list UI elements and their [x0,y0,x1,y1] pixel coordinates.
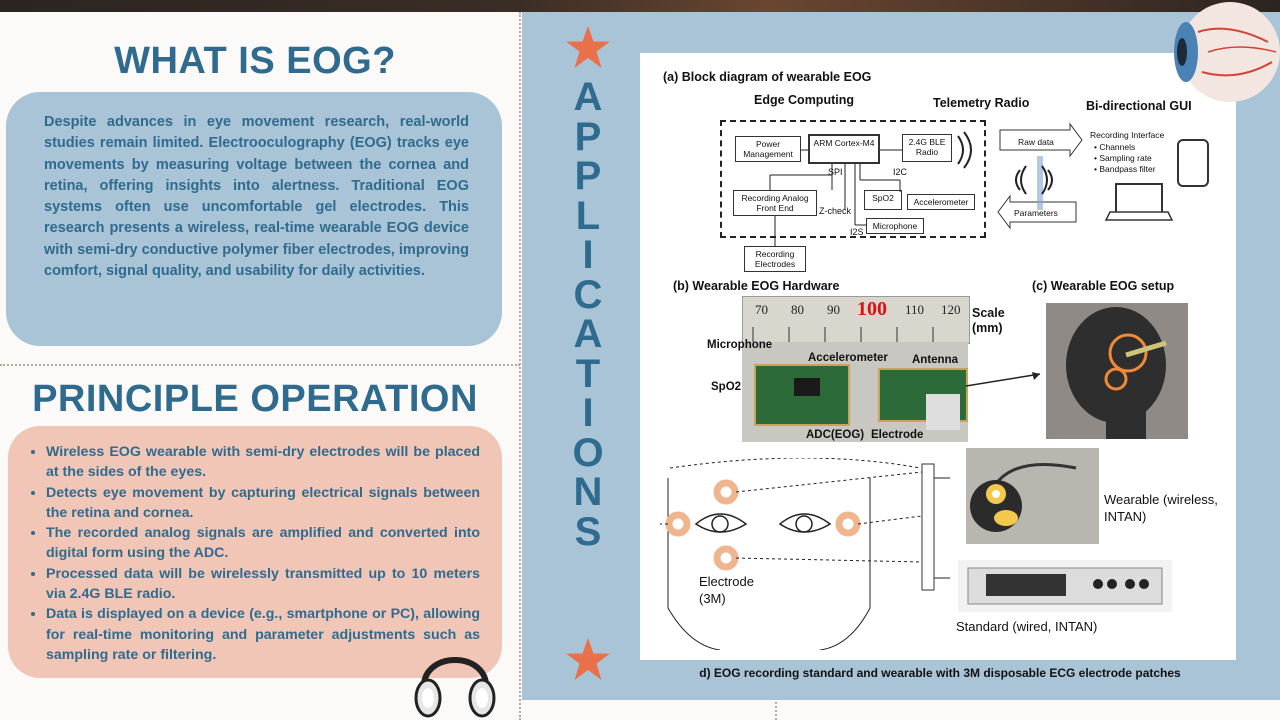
power-management-block: Power Management [735,136,801,162]
title-letter: T [575,351,601,396]
figure-b-title: (b) Wearable EOG Hardware [673,279,840,293]
hw-microphone-label: Microphone [707,339,773,351]
microphone-block: Microphone [866,218,924,234]
title-letter: O [572,430,604,475]
title-letter: I [582,233,594,277]
principle-operation-box: Wireless EOG wearable with semi-dry elec… [8,426,502,678]
what-is-eog-text: Despite advances in eye movement researc… [44,114,469,280]
title-letter: I [582,391,594,435]
principle-item: The recorded analog signals are amplifie… [46,523,480,564]
principle-item: Detects eye movement by capturing electr… [46,483,480,524]
ruler-graphic [752,327,934,343]
figure-c-title: (c) Wearable EOG setup [1032,279,1175,293]
electrode-3m-label: Electrode (3M) [699,574,754,606]
principle-item: Wireless EOG wearable with semi-dry elec… [46,442,480,483]
principle-item: Processed data will be wirelessly transm… [46,564,480,605]
accelerometer-block: Accelerometer [907,194,975,210]
title-letter: N [573,470,603,514]
recording-afe-block: Recording Analog Front End [733,190,817,216]
raw-data-label: Raw data [1018,137,1054,147]
ruler-tick: 70 [755,302,768,317]
i2s-label: I2S [850,227,864,237]
i2c-label: I2C [893,167,908,177]
face-electrode-diagram [660,458,950,650]
hw-antenna-label: Antenna [912,354,958,366]
star-icon [566,638,610,680]
vertical-divider [519,12,521,720]
wearable-label: Wearable (wireless, INTAN) [1104,492,1218,524]
telemetry-radio-label: Telemetry Radio [933,96,1030,110]
chip [794,378,820,396]
figure-caption: d) EOG recording standard and wearable w… [699,666,1181,680]
recording-electrodes-block: Recording Electrodes [744,246,806,272]
scale-label: Scale (mm) [972,306,1005,335]
standard-device-photo [958,560,1172,612]
spo2-block: SpO2 [864,190,902,210]
what-is-eog-box: Despite advances in eye movement researc… [6,92,502,346]
hw-adc-label: ADC(EOG) [806,429,865,441]
bottom-divider [775,702,777,720]
hw-accelerometer-label: Accelerometer [808,352,888,364]
horizontal-divider [0,364,520,366]
ble-radio-block: 2.4G BLE Radio [902,134,952,162]
electrode-connector [926,394,960,430]
wearable-headset-graphic [970,463,1077,532]
what-is-eog-heading: WHAT IS EOG? [114,40,396,82]
edge-computing-boundary [720,120,986,238]
ruler-tick: 100 [857,298,887,320]
ruler-tick: 110 [905,302,925,317]
zcheck-label: Z-check [819,206,852,216]
applications-vertical-title: A P P L I C A T I O N S [566,75,610,554]
star-icon [566,26,610,68]
recording-interface-label: Recording Interface [1090,130,1165,140]
top-strip [0,0,1280,12]
arm-block: ARM Cortex-M4 [808,134,880,164]
principle-item: Data is displayed on a device (e.g., sma… [46,604,480,665]
gui-label: Bi-directional GUI [1086,99,1192,113]
ruler-tick: 80 [791,302,804,317]
figure-a-title: (a) Block diagram of wearable EOG [663,70,872,84]
spi-label: SPI [828,167,843,177]
arrow-icon [966,372,1041,387]
headphones-icon [414,657,496,718]
setup-photo [1046,303,1188,439]
ruler-tick: 90 [827,302,840,317]
title-letter: C [573,272,603,317]
standard-label: Standard (wired, INTAN) [956,619,1098,634]
gui-item: • Channels [1094,142,1136,152]
hw-electrode-label: Electrode [871,429,924,441]
parameters-label: Parameters [1014,208,1058,218]
block-diagram-connectors [769,122,1209,246]
title-letter: S [574,509,602,554]
intan-controller-graphic [967,567,1163,605]
hw-spo2-label: SpO2 [711,381,742,393]
principle-list: Wireless EOG wearable with semi-dry elec… [38,442,480,665]
head-graphic [1066,307,1167,439]
principle-operation-heading: PRINCIPLE OPERATION [32,378,478,420]
wearable-photo [966,448,1099,544]
hardware-photo [742,342,968,442]
title-letter: P [574,114,602,159]
edge-computing-label: Edge Computing [754,93,854,107]
gui-item-text: Sampling rate [1099,153,1152,163]
gui-item-text: Bandpass filter [1099,164,1156,174]
gui-item: • Sampling rate [1094,153,1152,163]
gui-item: • Bandpass filter [1094,164,1156,174]
title-letter: P [574,154,602,198]
ruler-tick: 120 [941,302,961,317]
title-letter: A [573,75,603,119]
title-letter: L [575,193,601,238]
bottom-strip [522,700,1280,720]
gui-item-text: Channels [1099,142,1136,152]
title-letter: A [573,312,603,356]
eyeball-icon [1174,2,1280,102]
ruler-photo: 70 80 90 100 110 120 [742,296,970,344]
